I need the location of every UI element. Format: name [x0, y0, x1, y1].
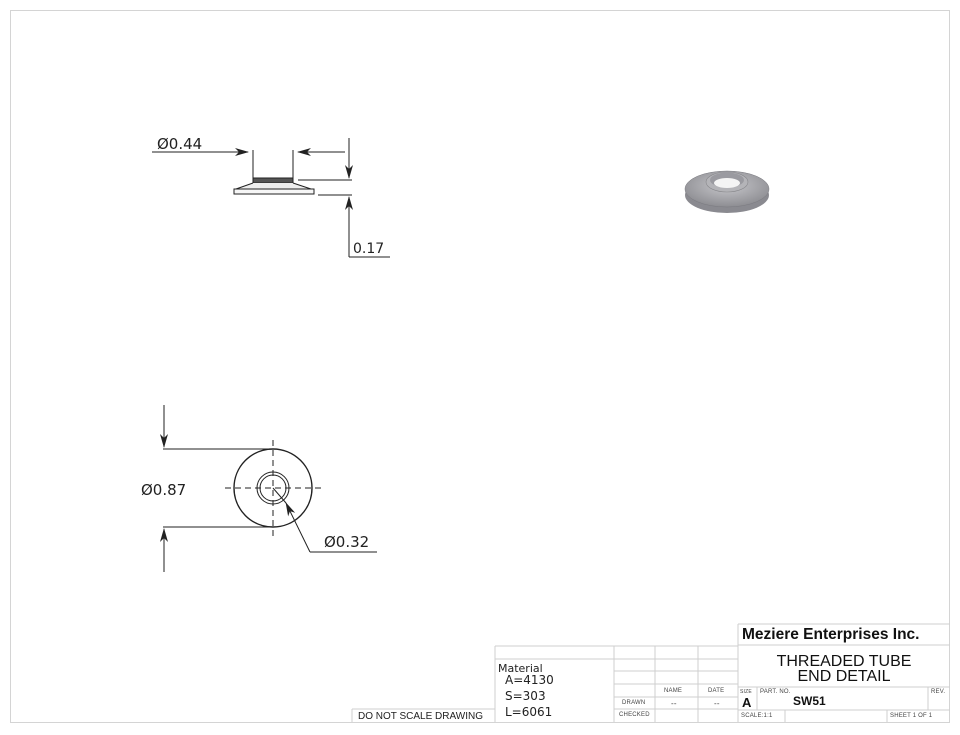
front-view	[160, 405, 377, 572]
drawing-title-line1: THREADED TUBE	[776, 653, 912, 670]
size-value: A	[742, 695, 752, 710]
side-view	[152, 138, 390, 258]
isometric-washer-render	[684, 170, 770, 213]
col-date-header: DATE	[708, 688, 725, 694]
side-height-label: 0.17	[353, 241, 385, 257]
inner-diameter-label: Ø0.32	[324, 533, 370, 551]
sheet-label: SHEET 1 OF 1	[890, 713, 933, 719]
material-s: S=303	[505, 689, 546, 703]
part-no-label: PART. NO.	[760, 689, 791, 695]
drawing-sheet-border	[10, 10, 950, 723]
scale-label: SCALE:1:1	[741, 713, 773, 719]
outer-diameter-label: Ø0.87	[141, 481, 187, 499]
col-name-header: NAME	[664, 688, 683, 694]
row-drawn-label: DRAWN	[622, 700, 646, 706]
drawn-name-value: --	[671, 699, 677, 708]
company-name: Meziere Enterprises Inc.	[742, 626, 920, 643]
size-label: SIZE	[740, 689, 752, 695]
drawing-title-line2: END DETAIL	[797, 668, 891, 685]
material-a: A=4130	[505, 673, 554, 687]
title-block-grid	[351, 623, 950, 722]
rev-label: REV.	[931, 689, 946, 695]
row-checked-label: CHECKED	[619, 712, 650, 718]
material-l: L=6061	[505, 705, 553, 719]
drawn-date-value: --	[714, 699, 720, 708]
side-diameter-label: Ø0.44	[157, 135, 203, 153]
do-not-scale-notice: DO NOT SCALE DRAWING	[358, 711, 484, 722]
part-no-value: SW51	[793, 694, 826, 708]
material-label: Material	[498, 662, 543, 675]
